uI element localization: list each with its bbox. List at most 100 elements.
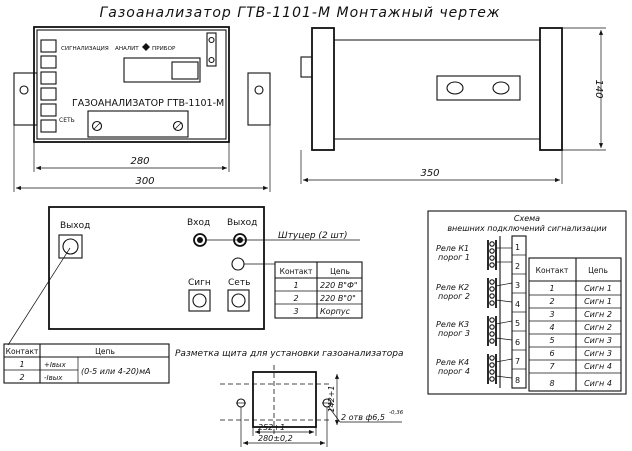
toggle-knob-top — [208, 36, 215, 44]
relay-name: Реле К1 — [436, 244, 469, 253]
t1-cell: 220 В"0" — [320, 294, 356, 303]
pin-number: 5 — [515, 319, 520, 328]
label-set: СЕТЬ — [59, 117, 75, 124]
dim-280-label: 280 — [130, 156, 149, 167]
side-fitting — [300, 56, 313, 78]
pin-number: 7 — [515, 357, 520, 366]
name-plate — [87, 110, 189, 138]
t2-cell: -Iвых — [44, 374, 63, 382]
relay-contacts — [487, 236, 501, 388]
schema-frame — [427, 210, 627, 395]
t3-header-tsep: Цепь — [588, 266, 608, 275]
label-pribor: ПРИБОР — [152, 46, 176, 52]
right-flange — [247, 72, 271, 126]
signal-schema: Схема внешних подключений сигнализации Р… — [427, 210, 627, 395]
relay-name: Реле К4 — [436, 358, 469, 367]
label-vyhod-right: Выход — [227, 218, 257, 228]
front-bezel — [36, 29, 227, 140]
left-mount-hole — [19, 85, 29, 95]
t3-cell: Сигн 1 — [584, 284, 612, 293]
relay-porog: порог 1 — [438, 253, 470, 262]
t1-header-tsep: Цепь — [330, 267, 350, 276]
label-set-rear: Сеть — [228, 278, 250, 288]
t3-cell: Сигн 2 — [584, 310, 612, 319]
schema-subtitle: внешних подключений сигнализации — [447, 224, 606, 233]
pin-number: 8 — [515, 376, 520, 385]
toggle-slot — [206, 32, 217, 67]
indicator-square — [40, 103, 57, 117]
screw-icon — [172, 120, 184, 132]
cutout-rect — [252, 371, 317, 428]
t1-cell: 2 — [293, 294, 298, 303]
t3-cell: 5 — [549, 336, 554, 345]
t3-cell: 6 — [549, 349, 554, 358]
t2-header-kontakt: Контакт — [6, 347, 39, 356]
side-rear-bezel — [539, 27, 563, 151]
t3-cell: 1 — [549, 284, 554, 293]
power-socket — [227, 289, 250, 312]
screw-icon — [91, 120, 103, 132]
pin-number: 4 — [515, 300, 520, 309]
t2-merged-range: (0-5 или 4-20)мА — [81, 367, 151, 376]
t1-cell: 1 — [293, 281, 298, 290]
t3-cell: Сигн 4 — [584, 362, 612, 371]
signal-pinout-table: Контакт Цепь 1 Сигн 1 2 Сигн 1 3 Сигн 2 … — [528, 257, 622, 392]
output-connector-left-ring — [62, 238, 79, 255]
t1-cell: 220 В"Ф" — [320, 281, 358, 290]
indicator-square — [40, 119, 57, 133]
right-mount-hole — [254, 85, 264, 95]
t2-cell: +Iвых — [44, 361, 67, 369]
t2-cell: 2 — [19, 373, 24, 382]
t2-header-tsep: Цепь — [95, 347, 115, 356]
side-handle — [436, 75, 521, 101]
relay-name: Реле К3 — [436, 320, 469, 329]
label-analit: АНАЛИТ — [115, 46, 139, 52]
panel-cutout: Разметка щита для установки газоанализат… — [175, 349, 404, 447]
indicator-square — [40, 71, 57, 85]
front-view: СИГНАЛИЗАЦИЯ АНАЛИТ ПРИБОР ГАЗОАНАЛИЗАТО… — [13, 26, 271, 192]
t3-cell: Сигн 2 — [584, 323, 612, 332]
diamond-icon — [142, 43, 150, 51]
holes-label: 2 отв ф6,5 — [341, 413, 385, 422]
display-window — [123, 57, 201, 83]
indicator-square — [40, 39, 57, 53]
dim-142-label: 142+1 — [327, 385, 336, 412]
relay-name: Реле К2 — [436, 283, 469, 292]
display-readout — [171, 61, 199, 80]
relay-porog: порог 2 — [438, 292, 470, 301]
label-device-name: ГАЗОАНАЛИЗАТОР ГТВ-1101-М — [72, 98, 224, 109]
t3-cell: Сигн 3 — [584, 336, 612, 345]
holes-leader — [327, 405, 341, 423]
t3-cell: 2 — [549, 297, 554, 306]
power-socket-ring — [231, 293, 246, 308]
relay-porog: порог 3 — [438, 329, 470, 338]
side-front-bezel — [311, 27, 335, 151]
relay-porog: порог 4 — [438, 367, 470, 376]
output-connector-left — [58, 234, 83, 259]
t3-cell: 4 — [549, 323, 554, 332]
side-view: 350 140 — [300, 27, 606, 184]
power-pinout-table: Контакт Цепь 1 220 В"Ф" 2 220 В"0" 3 Кор… — [274, 261, 363, 319]
label-shtutser: Штуцер (2 шт) — [278, 231, 348, 241]
side-screw — [492, 81, 510, 95]
pin-number: 2 — [515, 262, 520, 271]
dim-300-label: 300 — [135, 176, 154, 187]
t3-cell: Сигн 1 — [584, 297, 612, 306]
rear-panel: Выход Вход Выход Штуцер (2 шт) Сигн Сеть — [7, 206, 360, 346]
toggle-knob-bottom — [208, 56, 215, 64]
t3-header-kontakt: Контакт — [536, 266, 569, 275]
t3-cell: Сигн 4 — [584, 379, 612, 388]
side-screw — [446, 81, 464, 95]
dim-140-label: 140 — [593, 79, 604, 98]
t3-cell: 7 — [549, 362, 555, 371]
signal-connector-ring — [192, 293, 207, 308]
pin-number: 3 — [515, 281, 520, 290]
power-connector — [231, 257, 245, 271]
cutout-caption: Разметка щита для установки газоанализат… — [175, 349, 404, 359]
dim-280-cutout-label: 280±0,2 — [258, 434, 293, 443]
label-sign: Сигн — [188, 278, 211, 288]
label-vhod: Вход — [187, 218, 210, 228]
rear-panel-outline — [48, 206, 265, 330]
dim-252-label: 252+1 — [258, 423, 285, 432]
indicator-square — [40, 87, 57, 101]
